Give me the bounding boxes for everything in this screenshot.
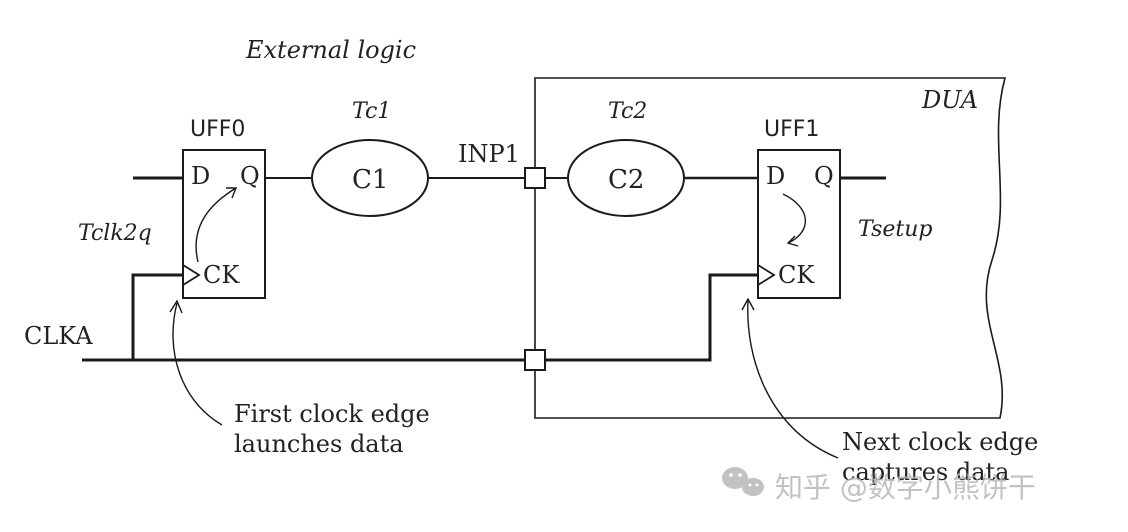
tclk2q-arrowhead	[226, 187, 238, 199]
tsetup-arrowhead	[786, 235, 799, 247]
uff0-q-pin-label: Q	[240, 162, 260, 190]
tclk2q-label: Tclk2q	[78, 221, 152, 246]
uff0-label: UFF0	[190, 117, 245, 142]
inp1-port	[524, 167, 546, 189]
tc1-label: Tc1	[352, 99, 391, 124]
first-edge-pointer	[172, 302, 223, 426]
tsetup-arc	[782, 193, 807, 244]
first-edge-text-line1: First clock edge	[234, 400, 430, 428]
watermark: 知乎 @数字小熊饼干	[722, 467, 1036, 504]
wechat-icon	[722, 467, 764, 496]
c2-logic-ellipse	[567, 139, 685, 217]
uff1-d-pin-label: D	[766, 162, 785, 190]
uff0-clock-triangle	[182, 264, 201, 286]
clock-to-uff1-wire	[545, 273, 758, 362]
next-edge-pointer	[747, 299, 839, 459]
first-edge-text-line2: launches data	[234, 430, 404, 458]
uff1-ck-pin-label: CK	[778, 261, 815, 289]
inp1-label: INP1	[458, 140, 520, 168]
c1-label: C1	[352, 165, 388, 195]
c2-label: C2	[608, 165, 644, 195]
next-edge-arrowhead	[741, 297, 755, 311]
external-logic-label: External logic	[245, 36, 416, 64]
uff1-q-pin-label: Q	[814, 162, 834, 190]
tc2-label: Tc2	[608, 99, 647, 124]
uff1-box	[757, 149, 841, 299]
tclk2q-arc	[195, 187, 237, 263]
c1-logic-ellipse	[311, 139, 429, 217]
watermark-text: 知乎 @数字小熊饼干	[775, 471, 1036, 504]
uff1-label: UFF1	[764, 117, 819, 142]
next-edge-text-line2: captures data	[842, 458, 1009, 486]
clock-port	[524, 349, 546, 371]
uff0-d-pin-label: D	[191, 162, 210, 190]
uff0-ck-pin-label: CK	[203, 261, 240, 289]
clock-to-uff0-wire	[131, 273, 183, 360]
clka-label: CLKA	[24, 322, 93, 350]
dua-boundary	[534, 77, 1007, 419]
dua-label: DUA	[921, 86, 978, 114]
tsetup-label: Tsetup	[858, 217, 932, 242]
next-edge-text-line1: Next clock edge	[842, 428, 1038, 456]
first-edge-arrowhead	[169, 299, 183, 314]
uff1-clock-triangle	[757, 264, 776, 286]
